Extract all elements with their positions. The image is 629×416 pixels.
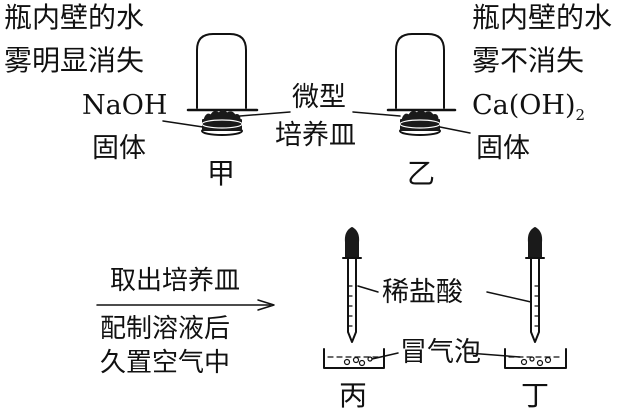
label-bing: 丙 [339, 379, 368, 412]
label-ding: 丁 [521, 379, 550, 412]
naoh-formula: NaOH [82, 90, 168, 121]
arrow-below-line2: 久置空气中 [100, 348, 231, 378]
leader-acid-right [486, 291, 532, 303]
dropper-bing-bulb [344, 227, 360, 258]
dropper-ding [525, 227, 545, 343]
bottle-jia [162, 33, 259, 136]
bottle-yi [386, 33, 471, 136]
caoh2-formula-subscript: 2 [575, 106, 586, 124]
microdish-label-line1: 微型 [292, 82, 346, 113]
bottle-yi-outline [395, 33, 445, 109]
dish-bing [323, 348, 385, 369]
leader-naoh [162, 120, 204, 128]
dish-yi [399, 110, 441, 136]
leader-dish-left [239, 111, 291, 117]
right-observation-line2: 雾不消失 [472, 44, 585, 77]
leader-acid-left [357, 285, 379, 293]
microdish-label-line2: 培养皿 [275, 120, 356, 151]
caoh2-state: 固体 [476, 133, 530, 164]
dropper-bing [342, 227, 362, 343]
dropper-ding-bulb [527, 227, 543, 258]
left-observation-line1: 瓶内壁的水 [4, 1, 145, 34]
leader-caoh2 [439, 126, 471, 134]
leader-bubble-left [371, 352, 399, 360]
bottle-jia-outline [196, 33, 247, 109]
leader-dish-right [352, 111, 401, 117]
left-observation-line2: 雾明显消失 [4, 44, 145, 77]
caoh2-formula: Ca(OH)2 [472, 92, 585, 123]
process-arrow [96, 299, 275, 311]
leader-bubble-right [467, 352, 521, 358]
caoh2-formula-main: Ca(OH) [472, 90, 576, 121]
label-yi: 乙 [407, 157, 436, 190]
naoh-state: 固体 [92, 133, 146, 164]
dish-jia [201, 110, 243, 136]
arrow-above-text: 取出培养皿 [110, 266, 241, 296]
acid-label: 稀盐酸 [382, 277, 463, 308]
right-observation-line1: 瓶内壁的水 [472, 1, 613, 34]
dish-ding [504, 348, 567, 369]
label-jia: 甲 [207, 157, 236, 190]
arrow-below-line1: 配制溶液后 [100, 314, 231, 344]
bubble-label: 冒气泡 [400, 337, 481, 368]
